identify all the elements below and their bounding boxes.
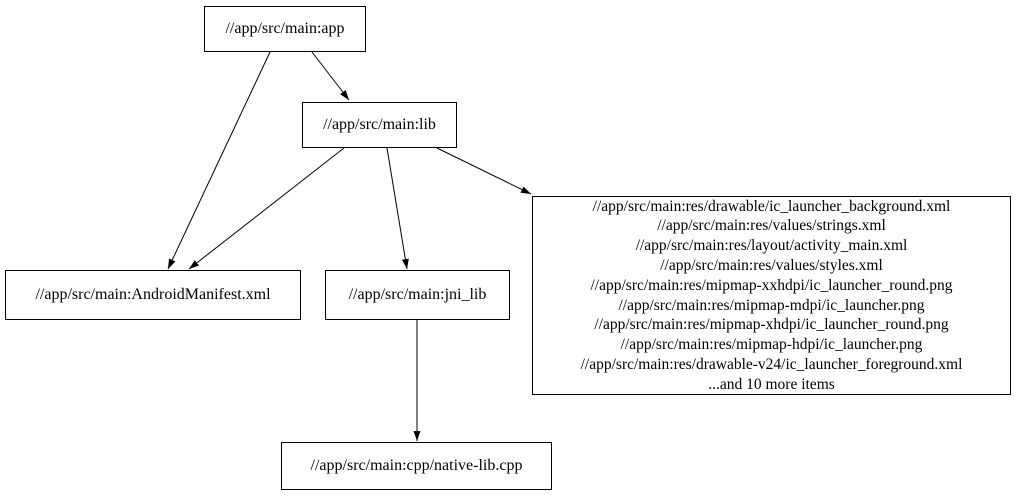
node-app-label: //app/src/main:app: [225, 20, 345, 38]
resource-item: //app/src/main:res/layout/activity_main.…: [635, 237, 908, 255]
node-lib-label: //app/src/main:lib: [323, 116, 436, 134]
resource-item: //app/src/main:res/mipmap-mdpi/ic_launch…: [618, 296, 925, 314]
resource-item: //app/src/main:res/values/strings.xml: [657, 217, 886, 235]
node-native-lib-cpp: //app/src/main:cpp/native-lib.cpp: [281, 442, 552, 490]
node-lib: //app/src/main:lib: [302, 102, 457, 148]
edge-app-manifest: [167, 51, 271, 270]
node-jni-lib: //app/src/main:jni_lib: [325, 270, 510, 320]
node-native-lib-cpp-label: //app/src/main:cpp/native-lib.cpp: [310, 457, 523, 475]
resources-more-items-note: ...and 10 more items: [708, 375, 835, 393]
resource-item: //app/src/main:res/mipmap-xhdpi/ic_launc…: [594, 316, 949, 334]
resource-item: //app/src/main:res/drawable-v24/ic_launc…: [580, 355, 963, 373]
resource-item: //app/src/main:res/drawable/ic_launcher_…: [592, 197, 951, 215]
edge-lib-jnilib: [386, 147, 409, 270]
node-jni-lib-label: //app/src/main:jni_lib: [348, 286, 487, 304]
node-android-manifest-label: //app/src/main:AndroidManifest.xml: [35, 286, 271, 304]
resource-item: //app/src/main:res/mipmap-hdpi/ic_launch…: [620, 336, 923, 354]
resource-item: //app/src/main:res/values/styles.xml: [660, 256, 883, 274]
node-android-manifest: //app/src/main:AndroidManifest.xml: [5, 270, 301, 320]
edge-lib-manifest: [188, 147, 345, 270]
node-app: //app/src/main:app: [204, 6, 366, 52]
edge-lib-resources: [436, 147, 532, 195]
node-resources: //app/src/main:res/drawable/ic_launcher_…: [532, 196, 1011, 395]
resource-item: //app/src/main:res/mipmap-xxhdpi/ic_laun…: [590, 276, 953, 294]
edge-app-lib: [311, 51, 350, 101]
